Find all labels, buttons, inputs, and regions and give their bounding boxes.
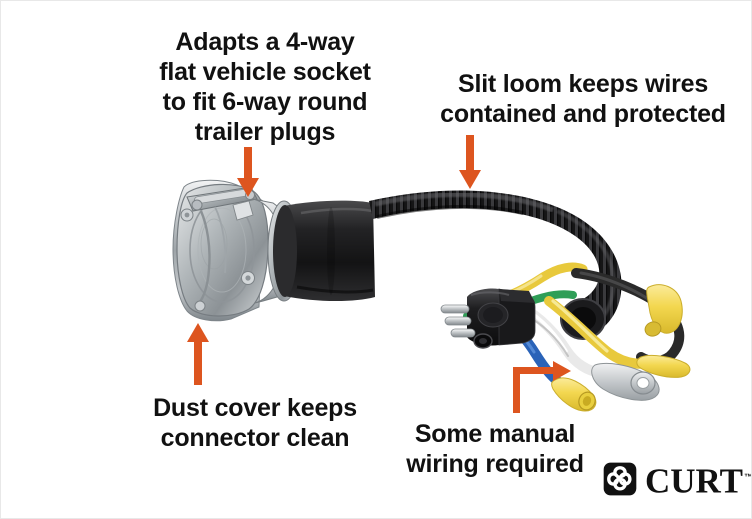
down-arrow-icon-adapter [237,147,259,197]
callout-text-adapter: Adapts a 4-way flat vehicle socket to fi… [159,28,371,146]
curt-wordmark: CURT™ [645,460,751,501]
arrow-head [459,170,481,189]
down-arrow-icon-loom [459,135,481,191]
callout-text-dust-cover: Dust cover keeps connector clean [153,394,357,452]
arrow-head [553,361,571,381]
curt-clover-badge-icon [603,463,637,496]
connector-pins [440,304,476,338]
butt-connector-yellow [636,354,691,378]
split-loom-tubing [369,190,622,340]
butt-connectors [551,284,691,412]
rubber-boot [273,200,375,302]
arrow-segment-horizontal [513,367,555,374]
four-way-flat-connector [440,288,536,349]
arrow-segment-vertical [513,371,520,413]
ring-terminal [591,362,660,401]
up-arrow-icon-dust-cover [187,323,209,385]
trademark-symbol: ™ [744,472,751,482]
curt-brand-logo: CURT™ [603,460,751,501]
arrow-head [237,178,259,197]
arrow-shaft [466,135,474,173]
callout-text-manual-wiring: Some manual wiring required [406,420,584,478]
callout-text-slit-loom: Slit loom keeps wires contained and prot… [440,70,726,128]
curt-wordmark-text: CURT [645,461,743,501]
butt-connector-blue [551,377,597,412]
arrow-shaft [244,147,252,181]
arrow-shaft [194,341,202,385]
butt-connector-black [644,284,683,337]
arrow-head [187,323,209,342]
elbow-arrow-icon-manual-wiring [513,361,581,413]
